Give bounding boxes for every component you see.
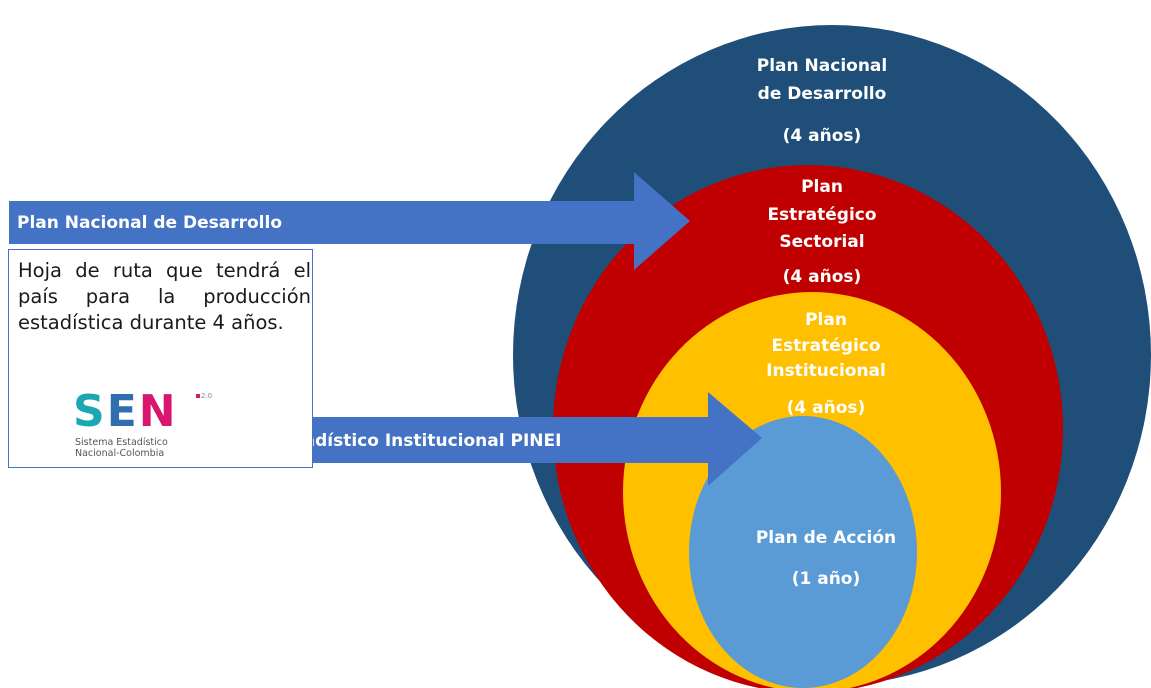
institutional-title-line3: Institucional [766,361,886,381]
action-title: Plan de Acción [756,528,896,548]
circle-plan-accion [689,416,917,688]
sen-logo-letters: SEN [73,390,178,434]
institutional-duration: (4 años) [787,398,866,418]
sector-title-line3: Sectorial [779,232,864,252]
outer-duration: (4 años) [783,126,862,146]
sen-logo-s: S [73,386,107,437]
sen-logo-subtitle: Sistema Estadístico Nacional-Colombia [75,437,168,459]
sen-logo-e: E [106,386,139,437]
institutional-title-line1: Plan [805,310,847,330]
institutional-title-line2: Estratégico [771,336,880,356]
sen-logo-subtitle-line2: Nacional-Colombia [75,448,165,459]
description-text: Hoja de ruta que tendrá el país para la … [18,259,311,334]
sector-title-line2: Estratégico [767,205,876,225]
arrow-plan-pinei [216,392,762,486]
sen-logo-version: 2.0 [196,392,212,400]
sen-logo: SEN 2.0 Sistema Estadístico Nacional-Col… [73,390,213,460]
sen-logo-n: N [138,386,178,437]
sen-logo-subtitle-line1: Sistema Estadístico [75,437,168,448]
arrow-top-label: Plan Nacional de Desarrollo [17,213,282,233]
sector-duration: (4 años) [783,267,862,287]
outer-title-line1: Plan Nacional [757,56,887,76]
action-duration: (1 año) [792,569,861,589]
description-box: Hoja de ruta que tendrá el país para la … [8,249,313,468]
outer-title-line2: de Desarrollo [758,84,887,104]
sector-title-line1: Plan [801,177,843,197]
arrow-plan-nacional [9,172,690,270]
